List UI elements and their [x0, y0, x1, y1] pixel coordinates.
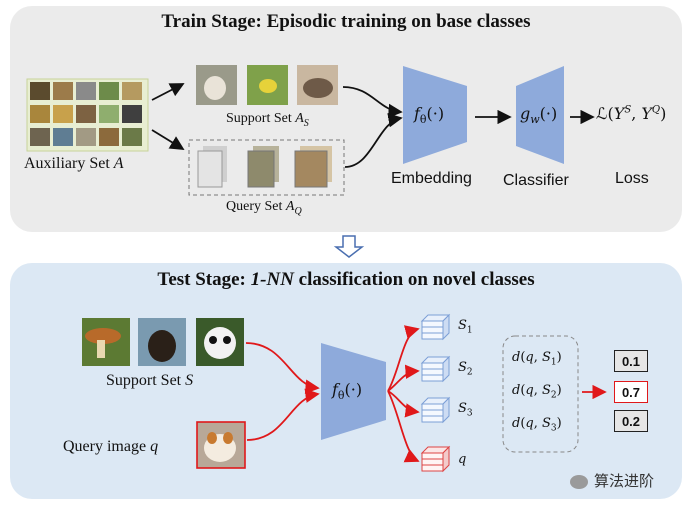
train-encoder-shape [403, 66, 467, 164]
arrow-support-to-test-encoder [245, 342, 320, 394]
train-support-images [196, 65, 338, 105]
watermark: 算法进阶 [570, 470, 654, 491]
classifier-func-label: gw(·) [520, 104, 558, 127]
embedding-cube-S3 [420, 396, 451, 424]
arrow-support-to-encoder [342, 86, 403, 119]
auxiliary-set-label: Auxiliary Set A [24, 155, 124, 172]
distance-box [502, 335, 579, 453]
embedding-label: Embedding [391, 170, 472, 187]
embedding-label-q: q [458, 452, 467, 467]
distance-S2: d(q, S2) [512, 383, 562, 401]
embedding-label-S1: S1 [458, 318, 473, 336]
auxiliary-set-grid [26, 78, 149, 152]
distance-S1: d(q, S1) [512, 350, 562, 368]
arrow-to-q [387, 390, 420, 463]
arrow-to-S3 [387, 390, 420, 418]
test-support-images [82, 318, 244, 366]
wechat-icon [570, 474, 588, 489]
classifier-shape [516, 66, 564, 164]
arrow-query-to-encoder [344, 113, 403, 168]
test-encoder-shape [321, 343, 386, 440]
train-query-images [197, 146, 332, 188]
embedding-label-S2: S2 [458, 360, 473, 378]
loss-label: Loss [615, 170, 649, 187]
test-query-label: Query image q [63, 438, 159, 455]
score-S2: 0.7 [614, 381, 648, 403]
embedding-cube-S2 [420, 355, 451, 383]
embedding-label-S3: S3 [458, 401, 473, 419]
test-support-label: Support Set S [106, 372, 194, 389]
train-encoder-label: fθ(·) [414, 104, 445, 127]
score-S1: 0.1 [614, 350, 648, 372]
embedding-cube-S1 [420, 313, 451, 341]
arrow-aux-to-query [151, 129, 185, 150]
train-stage-title: Train Stage: Episodic training on base c… [161, 11, 531, 32]
train-query-label: Query Set AQ [226, 199, 302, 217]
test-encoder-label: fθ(·) [332, 380, 363, 403]
arrow-to-S2 [387, 364, 420, 392]
train-support-label: Support Set AS [226, 111, 309, 129]
arrow-query-to-test-encoder [246, 388, 320, 441]
distance-S3: d(q, S3) [512, 416, 562, 434]
query-set-box [188, 139, 345, 196]
arrow-aux-to-support [151, 83, 185, 101]
score-S3: 0.2 [614, 410, 648, 432]
stage-transition-arrow [333, 235, 365, 258]
classifier-label: Classifier [503, 172, 569, 189]
arrow-to-S1 [387, 325, 420, 392]
test-stage-title: Test Stage: 1-NN classification on novel… [157, 269, 535, 290]
embedding-cube-q [420, 445, 451, 473]
loss-formula: ℒ(YS, YQ) [596, 104, 667, 123]
